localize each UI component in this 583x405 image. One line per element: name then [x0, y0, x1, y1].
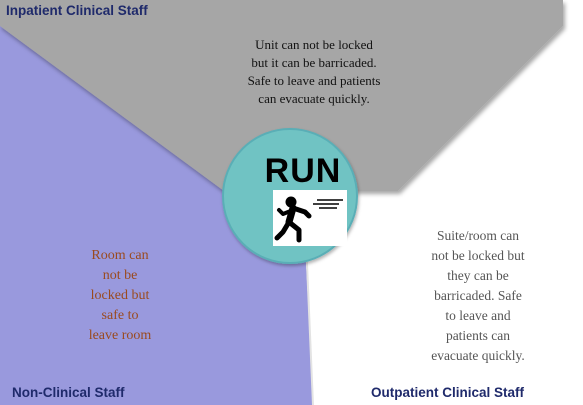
inpatient-description: Unit can not be locked but it can be bar…: [224, 36, 404, 108]
non-clinical-description: Room can not be locked but safe to leave…: [60, 246, 180, 346]
outpatient-description: Suite/room can not be locked but they ca…: [410, 226, 546, 366]
inpatient-quadrant: [0, 0, 563, 191]
inpatient-text-line: can evacuate quickly.: [258, 91, 370, 106]
run-title: RUN: [264, 152, 342, 190]
non-clinical-text-line: safe to: [101, 308, 139, 323]
outpatient-text-line: they can be: [447, 268, 509, 283]
inpatient-text-line: Safe to leave and patients: [247, 73, 381, 88]
inpatient-text-line: Unit can not be locked: [255, 37, 373, 52]
non-clinical-text-line: not be: [102, 268, 138, 283]
outpatient-text-line: barricaded. Safe: [434, 288, 522, 303]
running-person-icon: [273, 190, 347, 246]
outpatient-text-line: evacuate quickly.: [431, 348, 525, 363]
outpatient-text-line: to leave and: [445, 308, 511, 323]
outpatient-label: Outpatient Clinical Staff: [371, 385, 525, 400]
bottom-divider: [305, 239, 314, 405]
outpatient-text-line: patients can: [445, 328, 511, 343]
non-clinical-text-line: locked but: [90, 288, 150, 303]
non-clinical-label: Non-Clinical Staff: [12, 385, 125, 400]
inpatient-label: Inpatient Clinical Staff: [6, 3, 148, 18]
inpatient-text-line: but it can be barricaded.: [251, 55, 377, 70]
outpatient-quadrant: [305, 2, 583, 405]
non-clinical-text-line: Room can: [91, 248, 149, 263]
non-clinical-text-line: leave room: [88, 328, 152, 343]
non-clinical-quadrant: [0, 2, 313, 405]
outpatient-text-line: not be locked but: [431, 248, 525, 263]
outpatient-text-line: Suite/room can: [436, 228, 520, 243]
